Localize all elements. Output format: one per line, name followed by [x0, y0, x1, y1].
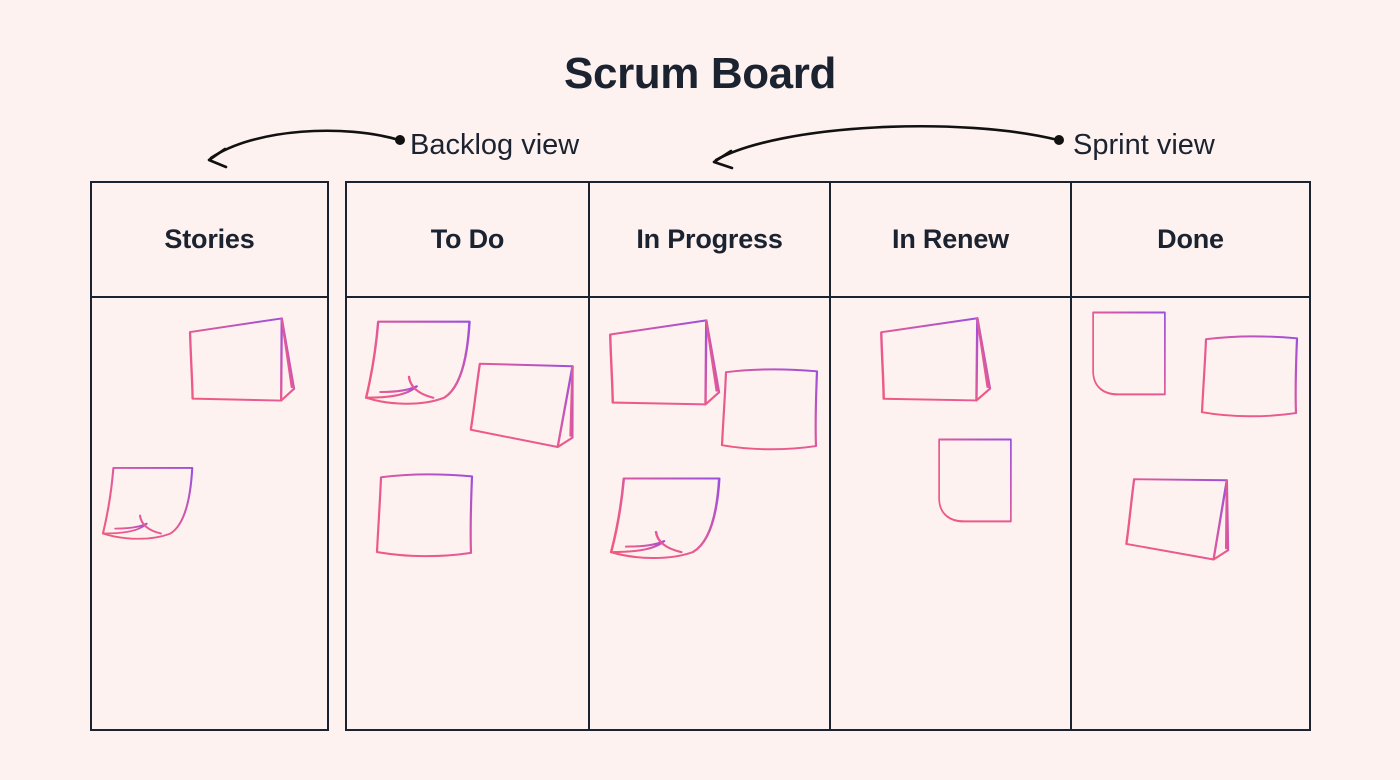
column-notes-area[interactable] [1072, 298, 1309, 729]
sticky-note[interactable] [364, 316, 475, 411]
sticky-note[interactable] [605, 314, 721, 413]
sticky-note[interactable] [609, 473, 725, 565]
column-header: In Progress [590, 183, 829, 298]
sprint-view-arrow [712, 125, 1064, 170]
sprint-column-in-progress[interactable]: In Progress [588, 183, 829, 729]
sprint-column-done[interactable]: Done [1070, 183, 1309, 729]
column-header: To Do [347, 183, 588, 298]
sticky-note[interactable] [876, 312, 992, 409]
sprint-board-group: To Do In Progress In Renew Done [345, 181, 1311, 731]
column-notes-area[interactable] [347, 298, 588, 729]
backlog-view-label: Backlog view [410, 129, 580, 161]
sticky-note[interactable] [468, 351, 582, 451]
column-header: Done [1072, 183, 1309, 298]
sticky-note[interactable] [936, 435, 1014, 525]
sticky-note[interactable] [185, 312, 296, 409]
column-title: To Do [430, 224, 505, 254]
sprint-column-in-renew[interactable]: In Renew [829, 183, 1070, 729]
column-title: In Renew [892, 224, 1009, 254]
backlog-view-arrow [207, 129, 405, 169]
column-header: In Renew [831, 183, 1070, 298]
sticky-note[interactable] [1090, 308, 1168, 398]
column-title: In Progress [636, 224, 783, 254]
column-title: Stories [164, 224, 255, 254]
column-title: Done [1157, 224, 1224, 254]
column-notes-area[interactable] [590, 298, 829, 729]
page-title: Scrum Board [564, 49, 836, 98]
backlog-column-stories[interactable]: Stories [90, 181, 329, 731]
sticky-note[interactable] [720, 366, 820, 454]
sprint-view-label: Sprint view [1073, 129, 1215, 161]
sticky-note[interactable] [375, 471, 475, 561]
column-notes-area[interactable] [92, 298, 327, 729]
sprint-column-to-do[interactable]: To Do [347, 183, 588, 729]
column-notes-area[interactable] [831, 298, 1070, 729]
sticky-note[interactable] [101, 463, 197, 545]
column-header: Stories [92, 183, 327, 298]
sticky-note[interactable] [1123, 467, 1235, 564]
sticky-note[interactable] [1200, 333, 1300, 421]
